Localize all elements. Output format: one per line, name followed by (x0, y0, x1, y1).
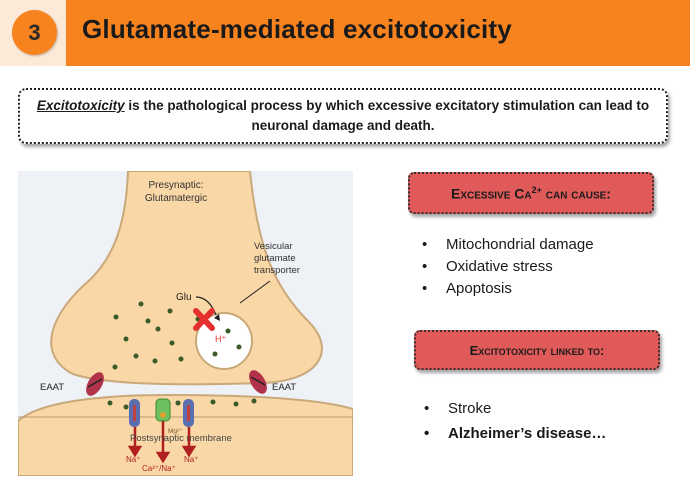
nmda-receptor (155, 398, 171, 422)
linked-to-label: Excitotoxicity linked to: (469, 342, 605, 358)
glutamatergic-label: Glutamatergic (145, 193, 207, 204)
list-item: •Apoptosis (422, 278, 594, 300)
hplus-label: H⁺ (215, 334, 226, 344)
ampa-receptor-right (183, 399, 194, 427)
na-left-label: Na⁺ (126, 455, 140, 464)
slide-header: 3 Glutamate-mediated excitotoxicity (0, 0, 690, 66)
vesicular-label-2: glutamate (254, 253, 296, 264)
ion-flux-arrows (127, 421, 197, 464)
glu-label: Glu (176, 292, 192, 303)
bullet-icon: • (424, 400, 430, 417)
postsynaptic-label: Postsynaptic membrane (130, 433, 232, 444)
linked-list: •Stroke •Alzheimer’s disease… (424, 396, 606, 446)
eaat-transporter-right (249, 370, 267, 394)
list-item: •Mitochondrial damage (422, 234, 594, 256)
glutamate-dots (107, 301, 257, 410)
definition-box: Excitotoxicity is the pathological proce… (18, 88, 668, 144)
ampa-receptor-left (129, 399, 140, 427)
eaat-right-label: EAAT (272, 382, 296, 393)
slide-number-box: 3 (0, 0, 66, 66)
slide-title: Glutamate-mediated excitotoxicity (82, 14, 512, 44)
postsynaptic-cell (18, 393, 353, 476)
list-item: •Alzheimer’s disease… (424, 421, 606, 446)
bullet-icon: • (422, 280, 428, 297)
synapse-diagram: Presynaptic: Glutamatergic Vesicular glu… (18, 171, 353, 476)
na-right-label: Na⁺ (184, 455, 198, 464)
vesicular-label-3: transporter (254, 265, 300, 276)
bullet-icon: • (422, 258, 428, 275)
definition-text: Excitotoxicity is the pathological proce… (30, 96, 656, 136)
ca-na-label: Ca²⁺/Na⁺ (142, 464, 176, 473)
vesicular-label-1: Vesicular (254, 241, 293, 252)
definition-term: Excitotoxicity (36, 98, 125, 113)
presynaptic-label: Presynaptic: (148, 180, 203, 191)
definition-body: is the pathological process by which exc… (124, 98, 650, 133)
excessive-calcium-box: Excessive Ca2+ can cause: (408, 172, 654, 214)
excessive-calcium-label: Excessive Ca2+ can cause: (451, 184, 611, 202)
causes-list: •Mitochondrial damage •Oxidative stress … (422, 234, 594, 300)
eaat-left-label: EAAT (40, 382, 64, 393)
synapse-svg: Presynaptic: Glutamatergic Vesicular glu… (18, 171, 353, 476)
linked-to-box: Excitotoxicity linked to: (414, 330, 660, 370)
eaat-transporter-left (86, 372, 104, 396)
list-item: •Stroke (424, 396, 606, 421)
presynaptic-terminal (50, 171, 323, 386)
list-item: •Oxidative stress (422, 256, 594, 278)
mg-label: Mg²⁺ (168, 428, 183, 435)
transporter-block-icon (193, 308, 215, 331)
slide-number: 3 (12, 10, 57, 55)
bullet-icon: • (422, 236, 428, 253)
bullet-icon: • (424, 425, 430, 442)
